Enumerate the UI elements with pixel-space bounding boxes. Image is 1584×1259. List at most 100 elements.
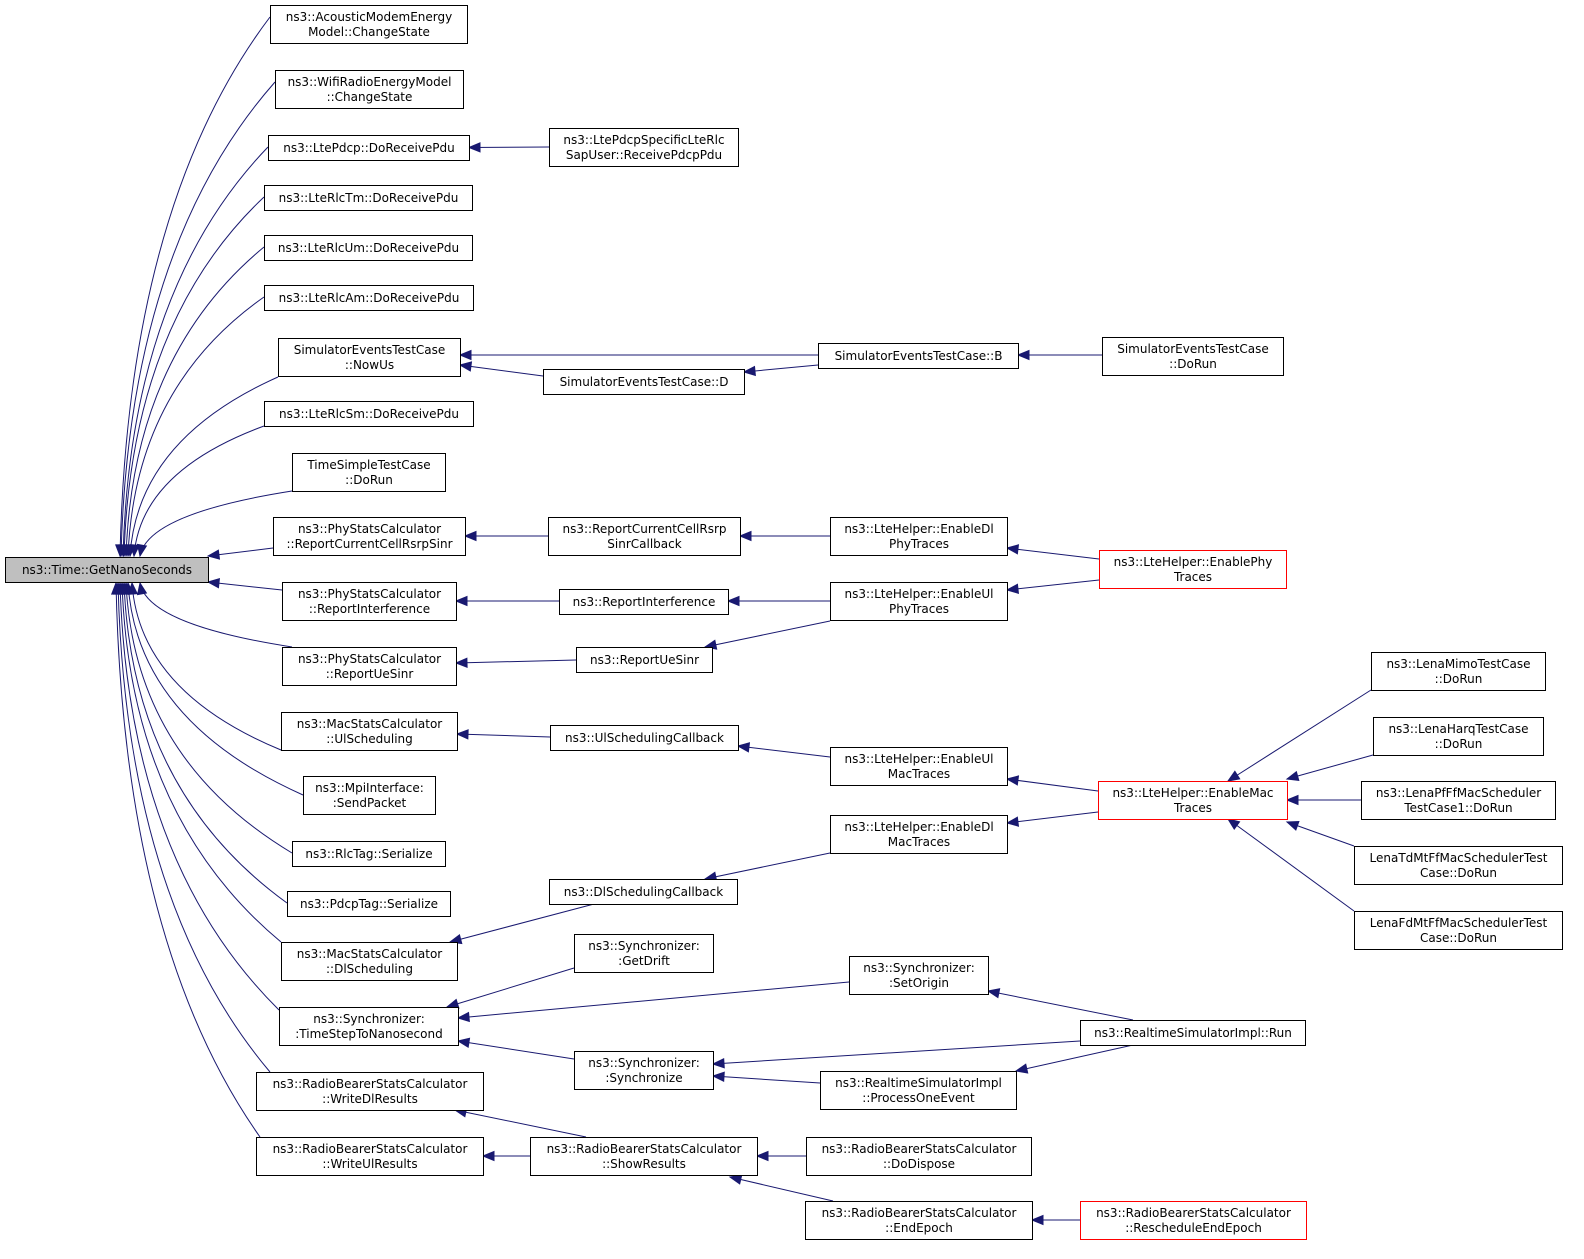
arrowhead-endepoch-to-showresults <box>728 1174 743 1185</box>
node-endepoch[interactable]: ns3::RadioBearerStatsCalculator::EndEpoc… <box>805 1201 1033 1240</box>
arrowhead-dodispose-to-showresults <box>755 1150 769 1162</box>
arrowhead-seb-to-sed <box>742 365 756 377</box>
edge-dlsched-to-root <box>121 582 282 943</box>
node-ulsched[interactable]: ns3::MacStatsCalculator::UlScheduling <box>281 712 458 751</box>
node-sedorun-label-0: SimulatorEventsTestCase <box>1117 342 1269 356</box>
node-tdmt-box <box>1354 846 1563 885</box>
node-rlcum[interactable]: ns3::LteRlcUm::DoReceivePdu <box>264 235 473 261</box>
node-rlctm[interactable]: ns3::LteRlcTm::DoReceivePdu <box>264 185 473 211</box>
edge-enablemac-to-enableulmac <box>1006 778 1099 792</box>
node-rlctag-box <box>292 841 446 867</box>
node-enableulmac-label-1: MacTraces <box>888 767 950 781</box>
arrowhead-sedorun-to-seb <box>1016 349 1030 361</box>
node-rccrs[interactable]: ns3::PhyStatsCalculator::ReportCurrentCe… <box>273 517 466 556</box>
node-endepoch-label-1: ::EndEpoch <box>885 1221 953 1235</box>
node-mpi-label-0: ns3::MpiInterface: <box>315 781 424 795</box>
edge-rlctm-to-root <box>123 196 265 557</box>
node-mimo[interactable]: ns3::LenaMimoTestCase::DoRun <box>1371 652 1546 691</box>
edge-rue-to-root <box>139 582 293 648</box>
node-pfff-label-0: ns3::LenaPfFfMacScheduler <box>1376 786 1541 800</box>
node-root[interactable]: ns3::Time::GetNanoSeconds <box>5 557 209 583</box>
node-sedorun[interactable]: SimulatorEventsTestCase::DoRun <box>1102 337 1284 376</box>
node-dlsched[interactable]: ns3::MacStatsCalculator::DlScheduling <box>281 942 458 981</box>
node-writeul-box <box>256 1137 484 1176</box>
node-rtrun[interactable]: ns3::RealtimeSimulatorImpl::Run <box>1080 1020 1306 1046</box>
graph-edges <box>110 16 1374 1226</box>
node-rinterf-label-1: ::ReportInterference <box>309 602 430 616</box>
node-reschedule-label-1: ::RescheduleEndEpoch <box>1125 1221 1262 1235</box>
node-setorigin[interactable]: ns3::Synchronizer::SetOrigin <box>849 956 989 995</box>
node-rlcsm-box <box>264 401 474 427</box>
node-seb[interactable]: SimulatorEventsTestCase::B <box>818 343 1019 369</box>
node-pdcptag[interactable]: ns3::PdcpTag::Serialize <box>287 891 451 917</box>
node-rinterf[interactable]: ns3::PhyStatsCalculator::ReportInterfere… <box>282 582 457 621</box>
node-mpi[interactable]: ns3::MpiInterface::SendPacket <box>303 776 436 815</box>
node-reschedule-box <box>1080 1201 1307 1240</box>
node-enablephy-box <box>1099 550 1287 589</box>
node-reportinterf-box <box>559 589 729 615</box>
node-synchronize-label-1: :Synchronize <box>605 1071 682 1085</box>
node-acoustic[interactable]: ns3::AcousticModemEnergyModel::ChangeSta… <box>270 5 468 44</box>
node-harq[interactable]: ns3::LenaHarqTestCase::DoRun <box>1373 717 1544 756</box>
node-fdmt-label-0: LenaFdMtFfMacSchedulerTest <box>1370 916 1548 930</box>
node-rlcam[interactable]: ns3::LteRlcAm::DoReceivePdu <box>264 285 474 311</box>
edge-rtrun-to-processone <box>1015 1044 1134 1072</box>
node-synchronize[interactable]: ns3::Synchronizer::Synchronize <box>574 1051 714 1090</box>
node-wifi-box <box>275 70 464 109</box>
node-getdrift-label-0: ns3::Synchronizer: <box>588 939 700 953</box>
node-reschedule[interactable]: ns3::RadioBearerStatsCalculator::Resched… <box>1080 1201 1307 1240</box>
node-rlctm-label-0: ns3::LteRlcTm::DoReceivePdu <box>279 191 459 205</box>
node-reportinterf[interactable]: ns3::ReportInterference <box>559 589 729 615</box>
node-wifi[interactable]: ns3::WifiRadioEnergyModel::ChangeState <box>275 70 464 109</box>
edge-writedl-to-root <box>117 582 271 1073</box>
node-ltepdcp[interactable]: ns3::LtePdcp::DoReceivePdu <box>268 135 470 161</box>
node-mpi-box <box>303 776 436 815</box>
node-sedorun-label-1: ::DoRun <box>1169 357 1217 371</box>
edge-tdmt-to-enablemac <box>1286 821 1355 847</box>
node-reportue[interactable]: ns3::ReportUeSinr <box>576 647 713 673</box>
node-showresults[interactable]: ns3::RadioBearerStatsCalculator::ShowRes… <box>530 1137 758 1176</box>
node-sed[interactable]: SimulatorEventsTestCase::D <box>543 369 745 395</box>
node-pfff-box <box>1361 781 1556 820</box>
node-ulschedcb[interactable]: ns3::UlSchedulingCallback <box>550 725 739 751</box>
arrowhead-rinterf-to-root <box>206 578 220 589</box>
node-rlcsm[interactable]: ns3::LteRlcSm::DoReceivePdu <box>264 401 474 427</box>
edge-enableulmac-to-ulschedcb <box>737 745 831 758</box>
node-ltepdcp-label-0: ns3::LtePdcp::DoReceivePdu <box>283 141 455 155</box>
node-rlctag[interactable]: ns3::RlcTag::Serialize <box>292 841 446 867</box>
node-rue[interactable]: ns3::PhyStatsCalculator::ReportUeSinr <box>282 647 457 686</box>
edge-rinterf-to-root <box>207 581 283 591</box>
node-nowus[interactable]: SimulatorEventsTestCase::NowUs <box>278 338 461 377</box>
node-getdrift-box <box>574 934 714 973</box>
node-dodispose-label-1: ::DoDispose <box>883 1157 955 1171</box>
node-writeul[interactable]: ns3::RadioBearerStatsCalculator::WriteUl… <box>256 1137 484 1176</box>
node-timestep[interactable]: ns3::Synchronizer::TimeStepToNanosecond <box>279 1007 459 1046</box>
node-writedl[interactable]: ns3::RadioBearerStatsCalculator::WriteDl… <box>256 1072 484 1111</box>
node-pfff[interactable]: ns3::LenaPfFfMacSchedulerTestCase1::DoRu… <box>1361 781 1556 820</box>
arrowhead-processone-to-synchronize <box>711 1071 725 1082</box>
node-getdrift[interactable]: ns3::Synchronizer::GetDrift <box>574 934 714 973</box>
node-pdcpsap[interactable]: ns3::LtePdcpSpecificLteRlcSapUser::Recei… <box>549 128 739 167</box>
edge-reportue-to-rue <box>455 659 577 664</box>
node-enabledlphy-label-0: ns3::LteHelper::EnableDl <box>844 522 993 536</box>
node-timesimple[interactable]: TimeSimpleTestCase::DoRun <box>292 453 446 492</box>
node-rue-label-0: ns3::PhyStatsCalculator <box>298 652 441 666</box>
edge-enablephy-to-enableulphy <box>1006 579 1100 591</box>
node-ltepdcp-box <box>268 135 470 161</box>
node-processone[interactable]: ns3::RealtimeSimulatorImpl::ProcessOneEv… <box>820 1071 1017 1110</box>
node-dlschedcb[interactable]: ns3::DlSchedulingCallback <box>549 879 738 905</box>
arrowhead-enablemac-to-enabledlmac <box>1005 816 1020 827</box>
node-showresults-box <box>530 1137 758 1176</box>
node-reschedule-label-0: ns3::RadioBearerStatsCalculator <box>1096 1206 1291 1220</box>
arrowhead-synchronize-to-timestep <box>456 1037 471 1048</box>
node-dodispose[interactable]: ns3::RadioBearerStatsCalculator::DoDispo… <box>806 1137 1032 1176</box>
